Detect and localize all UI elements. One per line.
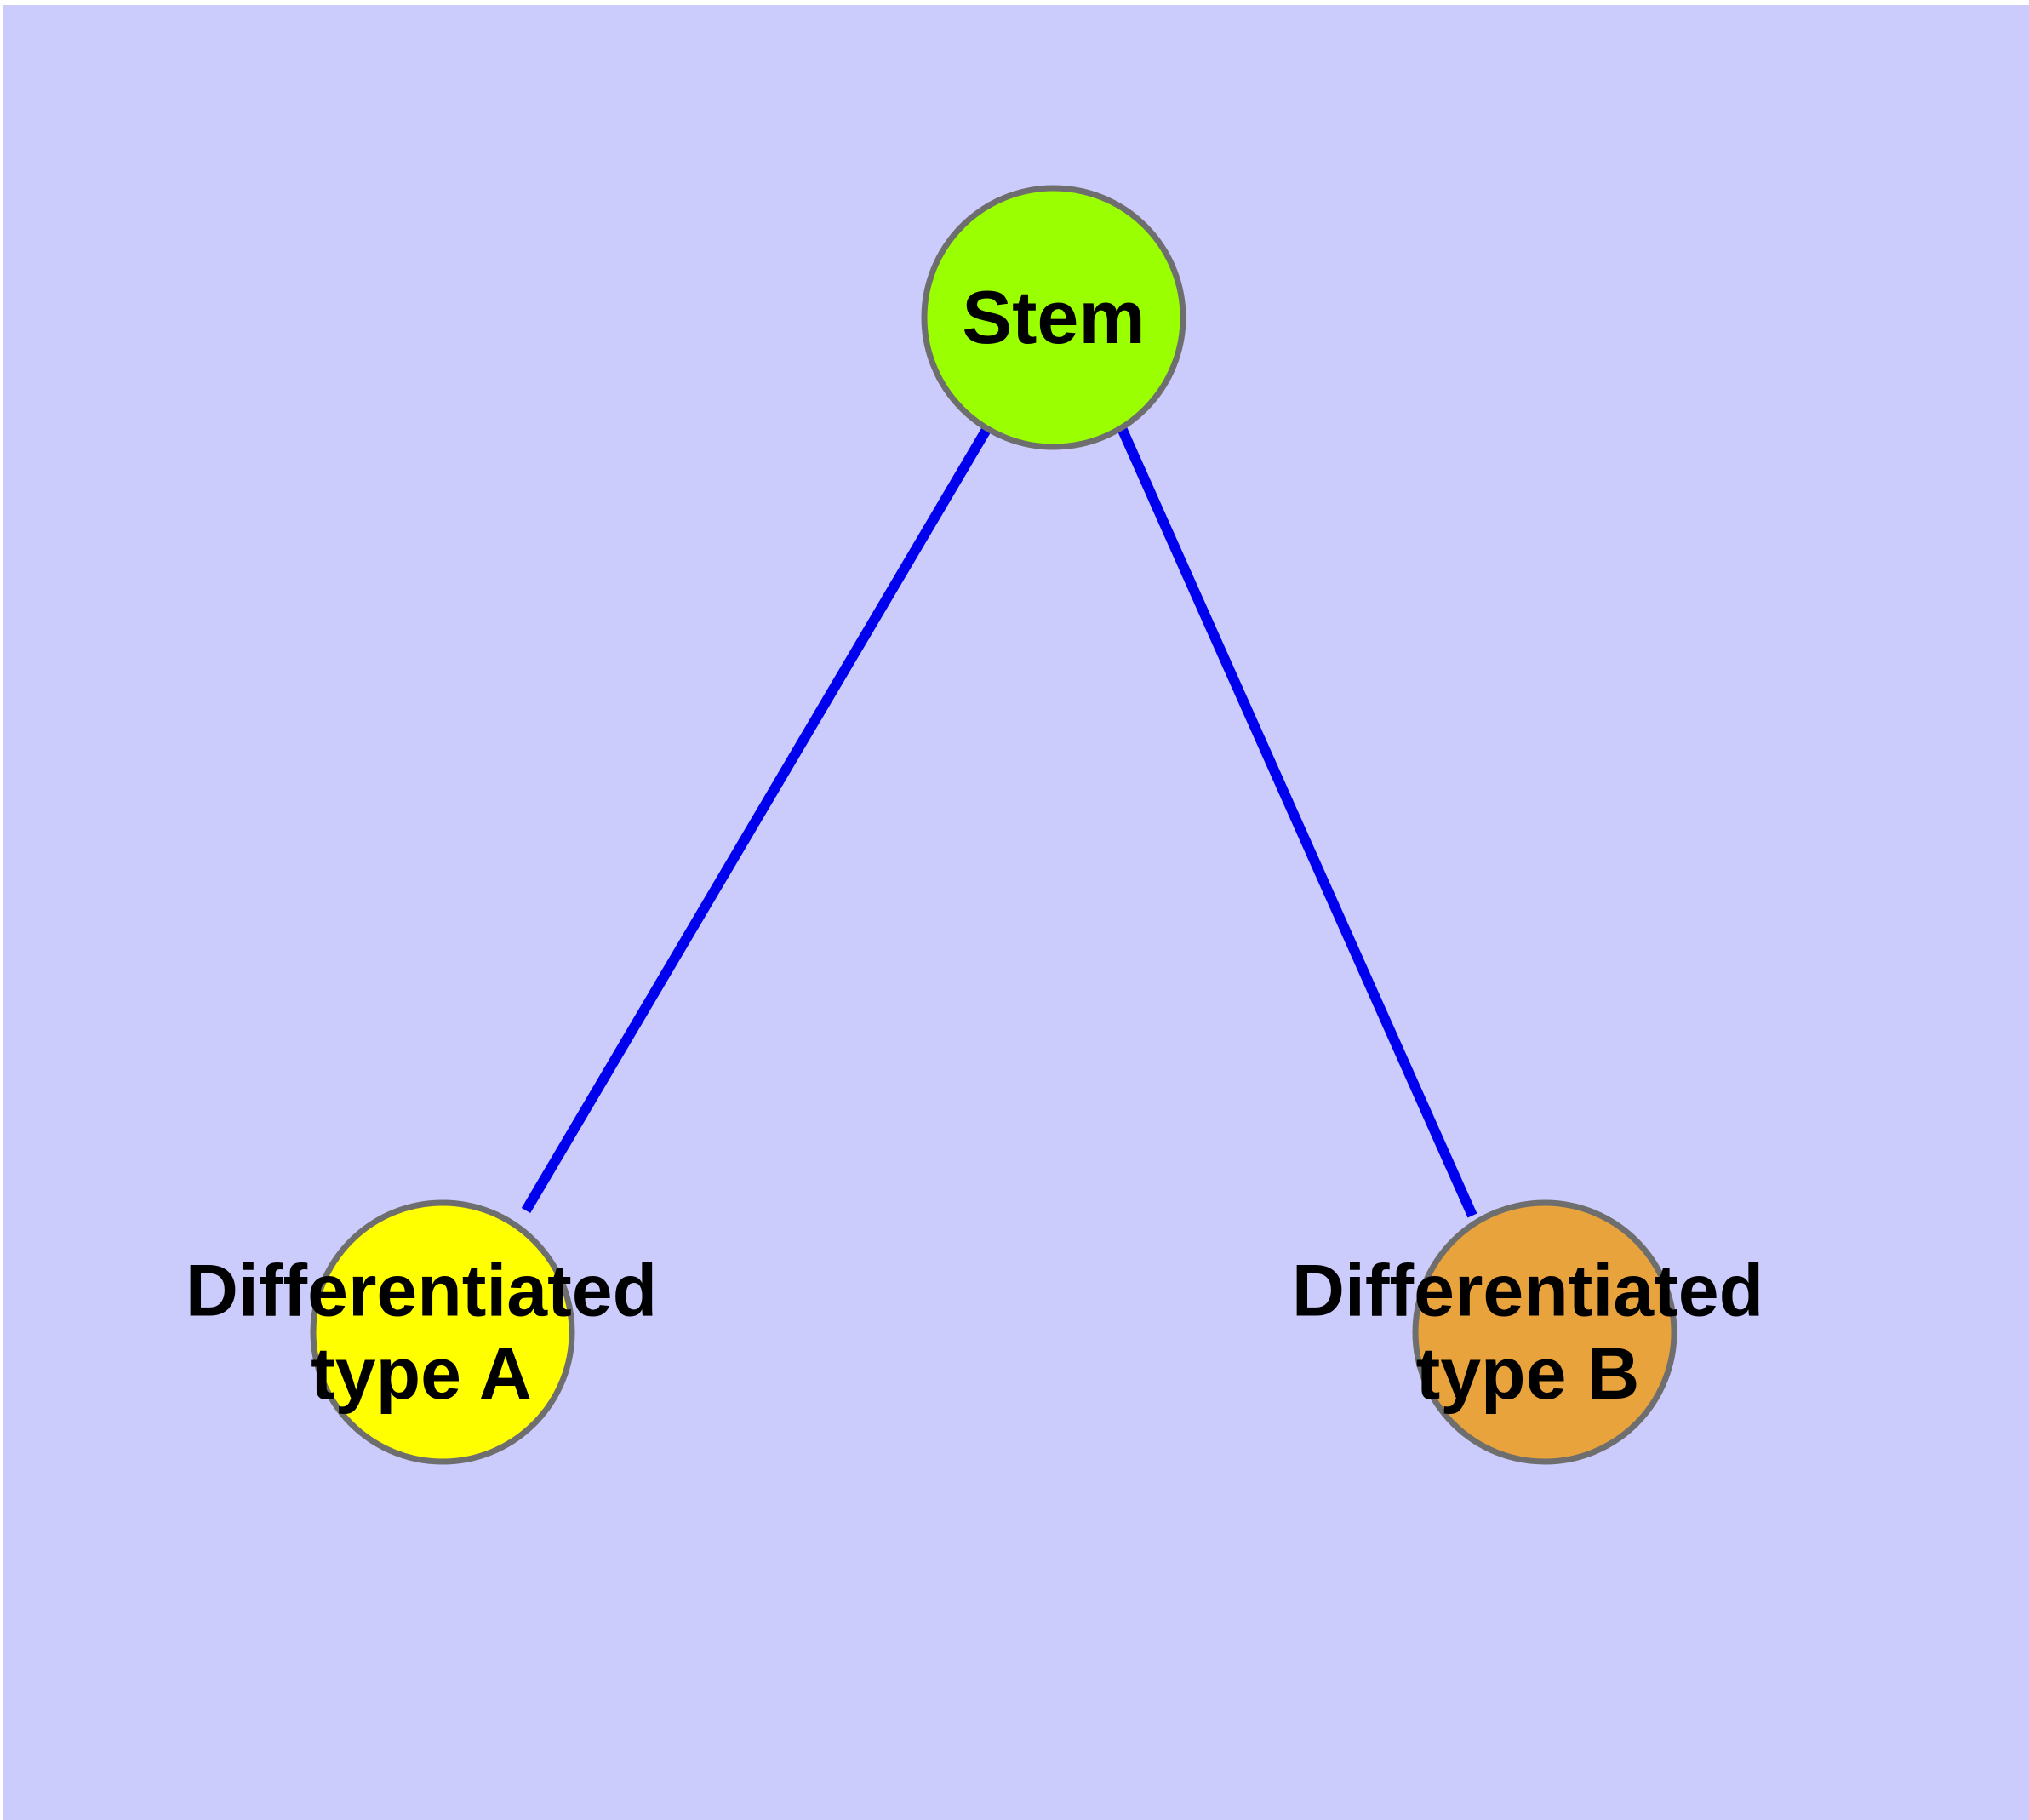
edge-stem-to-type-a[interactable] bbox=[521, 425, 992, 1214]
label-line: Differentiated bbox=[1292, 1251, 1763, 1332]
edge-stem-to-type-b[interactable] bbox=[1117, 426, 1477, 1218]
differentiated-type-a-node[interactable] bbox=[310, 1199, 575, 1465]
label-line: type A bbox=[311, 1333, 532, 1415]
label-line: Differentiated bbox=[186, 1251, 657, 1332]
differentiated-type-b-node[interactable] bbox=[1412, 1199, 1677, 1465]
label-line: Stem bbox=[962, 275, 1145, 359]
stem-cell-label: Stem bbox=[962, 275, 1145, 359]
edges-layer bbox=[521, 425, 1477, 1218]
nodes-layer bbox=[310, 185, 1677, 1465]
label-line: type B bbox=[1416, 1333, 1640, 1415]
stem-cell-node[interactable] bbox=[921, 185, 1186, 450]
